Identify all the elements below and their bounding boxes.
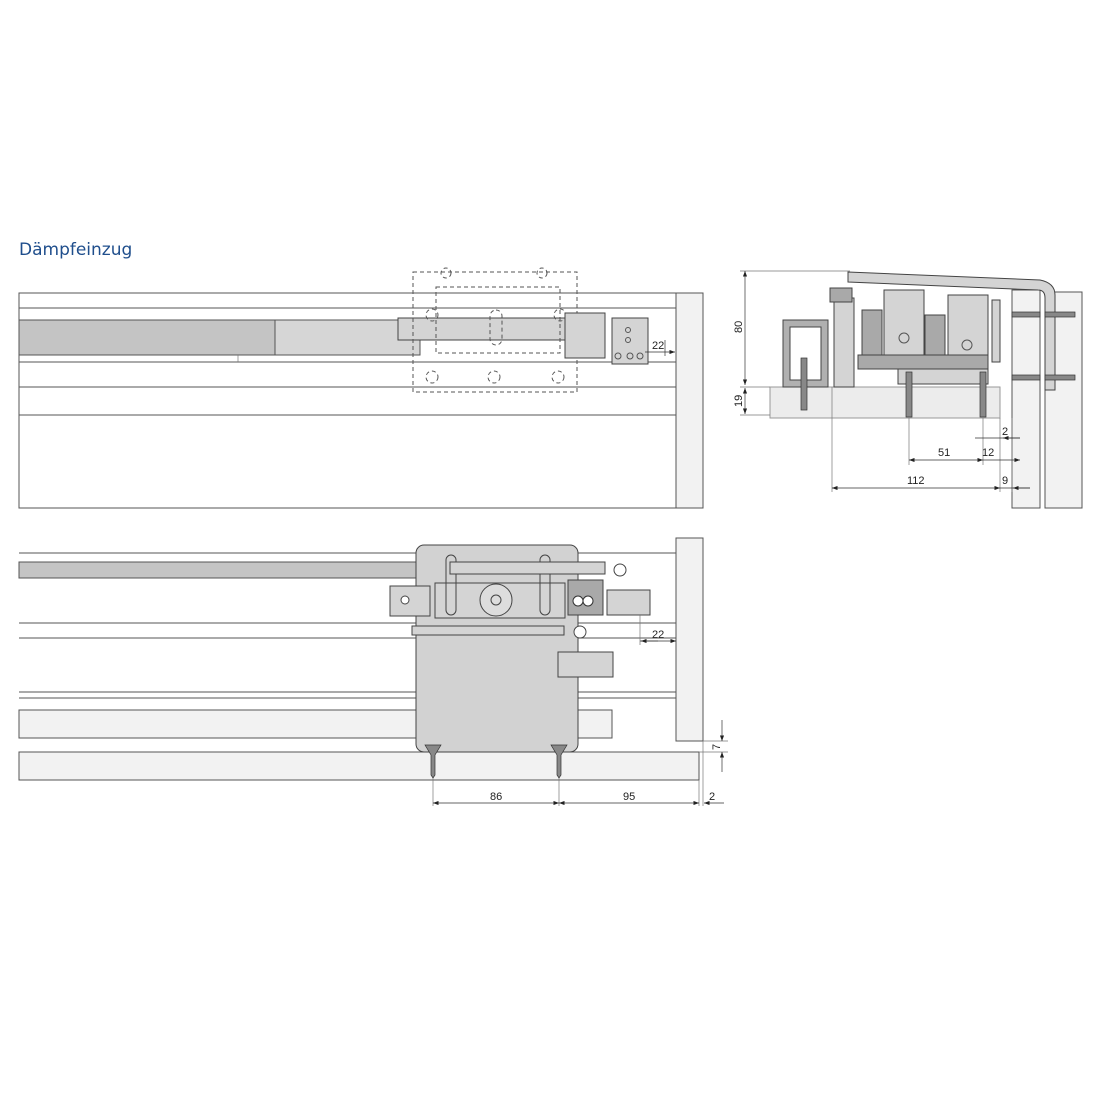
damper-roller [606,589,651,616]
side-panel-front [675,537,704,742]
dim-80: 80 [733,321,745,333]
section-view: 80 19 2 51 12 112 9 [733,270,1083,509]
mounting-plate [415,544,579,753]
track-profile [857,354,989,370]
front-view: 22 7 86 95 2 [18,537,728,806]
guide-profile [782,319,829,388]
roller-wheel [479,583,513,617]
rail-profile-front [18,561,420,579]
dim-112: 112 [907,475,925,487]
rail-profile [18,319,276,356]
side-panel-inner [1011,289,1041,509]
top-bracket [847,271,1056,391]
dim-gap-22-front: 22 [652,629,664,641]
top-view: 22 [18,267,704,509]
section-title: Dämpfeinzug [19,240,133,260]
base-board-front [18,751,700,781]
dim-95: 95 [623,791,635,803]
screws [800,311,1076,418]
dim-7: 7 [711,744,723,750]
dim-gap-22-top: 22 [652,340,664,352]
dim-51: 51 [938,447,950,459]
damper-mechanism [397,317,577,341]
dim-2-front: 2 [709,791,715,803]
dim-9: 9 [1002,475,1008,487]
roller-carriage-1 [883,289,925,366]
dim-12: 12 [982,447,994,459]
side-panel [675,292,704,509]
base-board [769,386,1001,419]
dim-2-section: 2 [1002,426,1008,438]
dim-86: 86 [490,791,502,803]
dim-19: 19 [733,395,745,407]
screws-front [424,744,568,779]
